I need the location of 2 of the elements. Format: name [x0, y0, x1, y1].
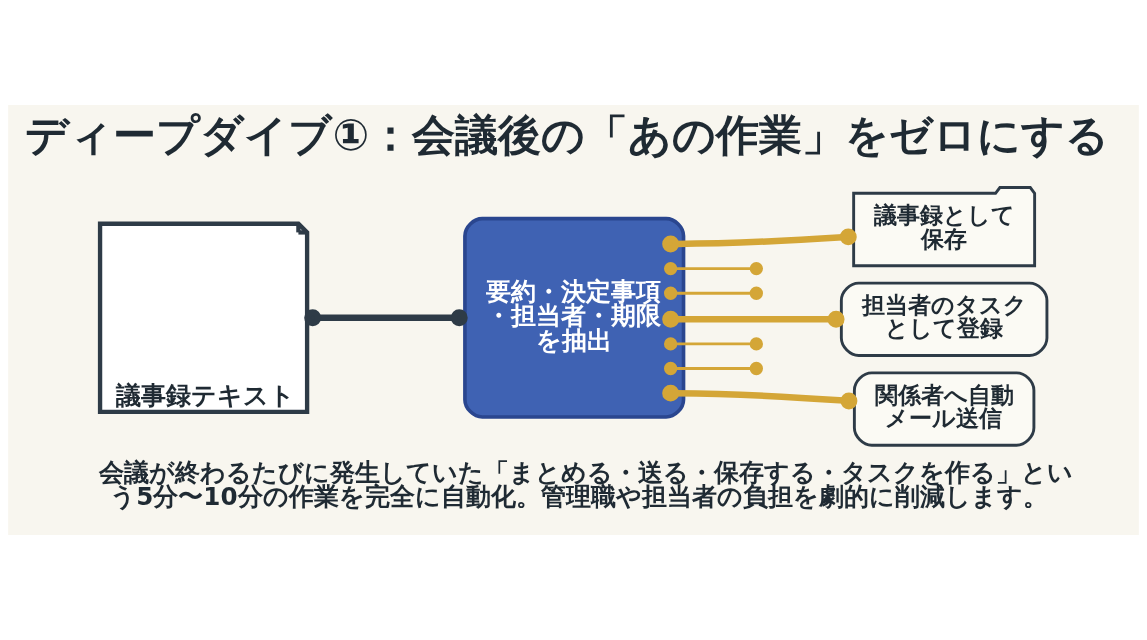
- diagram-title: ディープダイブ①：会議後の「あの作業」をゼロにする: [25, 109, 1110, 160]
- caption: 会議が終わるたびに発生していた「まとめる・送る・保存する・タスクを作る」という5分〜10分の作業を完全に自動化。管理職や担当者の負担を劇的に削減します。: [98, 457, 1073, 512]
